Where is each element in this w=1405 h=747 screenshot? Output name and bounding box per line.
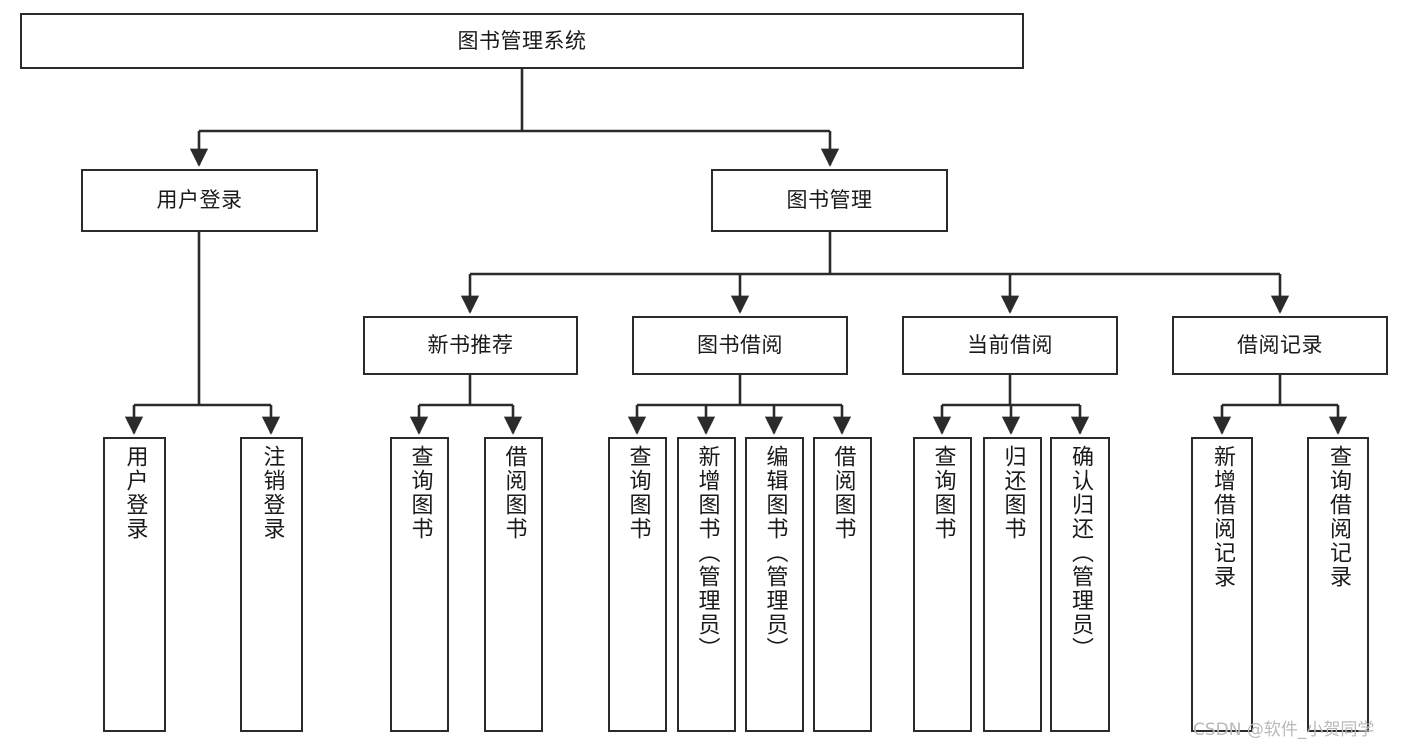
node-label: 当前借阅	[967, 333, 1053, 358]
leaf-logout[interactable]: 注销登录	[240, 437, 303, 732]
node-label: 确认归还（管理员）	[1068, 445, 1093, 661]
leaf-user-login[interactable]: 用户登录	[103, 437, 166, 732]
leaf-edit-book-admin[interactable]: 编辑图书（管理员）	[745, 437, 804, 732]
node-label: 编辑图书（管理员）	[762, 445, 788, 661]
leaf-borrow-book-new-book[interactable]: 借阅图书	[484, 437, 543, 732]
node-label: 查询借阅记录	[1326, 445, 1351, 589]
node-borrowing-record[interactable]: 借阅记录	[1172, 316, 1388, 375]
node-label: 归还图书	[1000, 445, 1026, 541]
node-label: 新增借阅记录	[1210, 445, 1235, 589]
leaf-borrow-book-borrowing[interactable]: 借阅图书	[813, 437, 872, 732]
node-label: 新书推荐	[427, 333, 514, 358]
node-current-borrowing[interactable]: 当前借阅	[902, 316, 1118, 375]
node-book-management[interactable]: 图书管理	[711, 169, 948, 232]
leaf-confirm-return-admin[interactable]: 确认归还（管理员）	[1050, 437, 1110, 732]
node-book-borrowing[interactable]: 图书借阅	[632, 316, 848, 375]
node-label: 查询图书	[625, 445, 651, 541]
leaf-query-book-borrowing[interactable]: 查询图书	[608, 437, 667, 732]
node-label: 新增图书（管理员）	[694, 445, 720, 661]
node-label: 注销登录	[259, 445, 285, 541]
node-label: 用户登录	[156, 188, 243, 213]
node-user-login[interactable]: 用户登录	[81, 169, 318, 232]
node-new-book-recommendation[interactable]: 新书推荐	[363, 316, 578, 375]
leaf-query-borrow-record[interactable]: 查询借阅记录	[1307, 437, 1369, 732]
node-label: 查询图书	[930, 445, 956, 541]
leaf-query-book-current[interactable]: 查询图书	[913, 437, 972, 732]
node-label: 借阅图书	[501, 445, 527, 541]
node-label: 图书管理系统	[457, 28, 587, 53]
leaf-add-book-admin[interactable]: 新增图书（管理员）	[677, 437, 736, 732]
node-label: 查询图书	[407, 445, 433, 541]
node-root-book-management-system[interactable]: 图书管理系统	[20, 13, 1024, 69]
node-label: 用户登录	[122, 445, 148, 541]
leaf-query-book-new-book[interactable]: 查询图书	[390, 437, 449, 732]
leaf-return-book[interactable]: 归还图书	[983, 437, 1042, 732]
node-label: 借阅记录	[1237, 333, 1323, 358]
node-label: 借阅图书	[830, 445, 856, 541]
node-label: 图书借阅	[697, 333, 783, 358]
leaf-add-borrow-record[interactable]: 新增借阅记录	[1191, 437, 1253, 732]
node-label: 图书管理	[786, 188, 873, 213]
